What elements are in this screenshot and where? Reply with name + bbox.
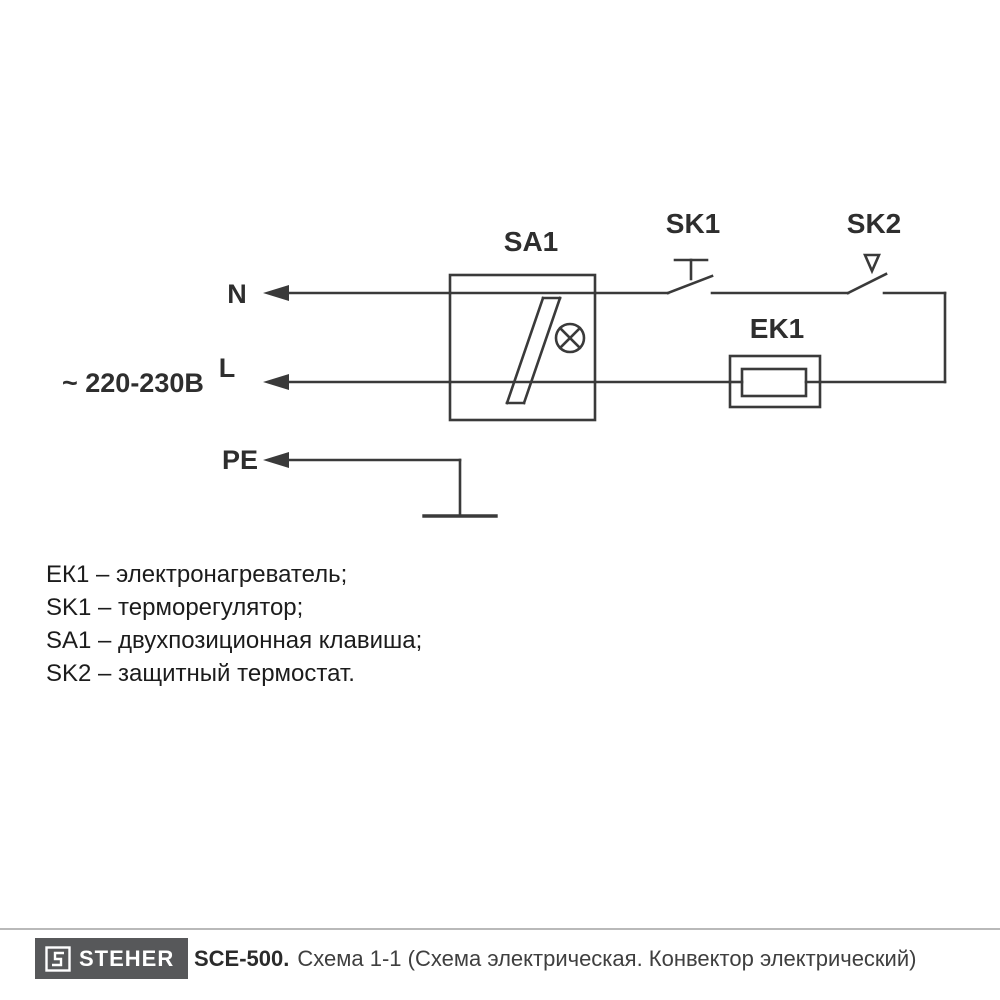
label-voltage: ~ 220-230В (62, 368, 204, 398)
circuit-diagram: SA1 SK1 SK2 EK1 N L PE ~ 220-230В (62, 208, 947, 518)
arrow-pe-icon (263, 452, 289, 468)
legend-item-sa1: SA1 – двухпозиционная клавиша; (46, 627, 423, 654)
footer-divider (0, 928, 1000, 930)
contact-sk1 (666, 258, 714, 295)
model-number: SCE-500. (194, 946, 290, 971)
label-n: N (227, 279, 247, 309)
wire-pe (285, 458, 462, 518)
label-sk2: SK2 (847, 208, 901, 239)
legend-item-sk2: SK2 – защитный термостат. (46, 660, 355, 687)
arrow-l-icon (263, 374, 289, 390)
contact-sk2 (846, 253, 888, 295)
scheme-title: Схема 1-1 (Схема электрическая. Конвекто… (297, 946, 917, 971)
legend: ЕК1 – электронагреватель; SK1 – терморег… (46, 558, 422, 690)
brand-name: STEHER (79, 945, 175, 971)
arrow-n-icon (263, 285, 289, 301)
heater-ek1 (728, 354, 822, 409)
label-ek1: EK1 (750, 313, 804, 344)
label-sk1: SK1 (666, 208, 720, 239)
legend-item-ek1: ЕК1 – электронагреватель; (46, 561, 348, 588)
label-sa1: SA1 (504, 226, 558, 257)
brand-logo: STEHER (35, 938, 189, 979)
footer-caption: SCE-500. Схема 1-1 (Схема электрическая. … (194, 946, 916, 972)
steher-logo-icon (45, 945, 71, 972)
label-pe: PE (222, 445, 258, 475)
indicator-lamp-icon (554, 322, 586, 354)
label-l: L (219, 353, 236, 383)
switch-sa1 (448, 273, 597, 422)
legend-item-sk1: SK1 – терморегулятор; (46, 594, 304, 621)
